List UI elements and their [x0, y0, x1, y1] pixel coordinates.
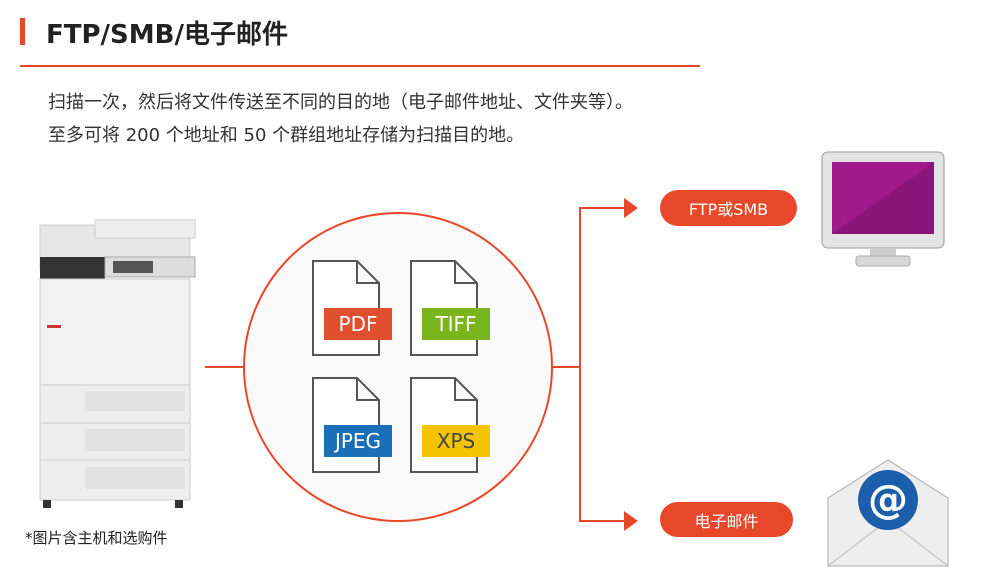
- page-title: FTP/SMB/电子邮件: [46, 20, 288, 50]
- file-format-jpeg: JPEG: [312, 377, 392, 473]
- arrow-right-icon: [624, 198, 638, 218]
- printer-image: [39, 219, 196, 508]
- connector-line: [205, 366, 245, 368]
- title-accent-bar: [20, 18, 25, 45]
- format-label: JPEG: [324, 425, 392, 457]
- destination-email: 电子邮件: [660, 502, 793, 537]
- format-label: TIFF: [422, 308, 490, 340]
- file-formats-circle: [243, 212, 553, 522]
- connector-line: [579, 207, 627, 209]
- monitor-icon: [821, 151, 945, 267]
- format-label: XPS: [422, 425, 490, 457]
- title-divider: [20, 65, 700, 67]
- connector-line: [579, 520, 627, 522]
- destination-ftp-smb: FTP或SMB: [660, 190, 797, 226]
- email-envelope-icon: @: [827, 459, 949, 567]
- description-line-2: 至多可将 200 个地址和 50 个群组地址存储为扫描目的地。: [48, 125, 525, 146]
- description-line-1: 扫描一次，然后将文件传送至不同的目的地（电子邮件地址、文件夹等）。: [48, 92, 633, 113]
- file-format-xps: XPS: [410, 377, 490, 473]
- file-format-pdf: PDF: [312, 260, 392, 356]
- image-caption: *图片含主机和选购件: [25, 529, 168, 547]
- connector-line: [552, 366, 581, 368]
- arrow-right-icon: [624, 511, 638, 531]
- format-label: PDF: [324, 308, 392, 340]
- svg-text:@: @: [868, 477, 908, 523]
- file-format-tiff: TIFF: [410, 260, 490, 356]
- connector-line: [579, 207, 581, 522]
